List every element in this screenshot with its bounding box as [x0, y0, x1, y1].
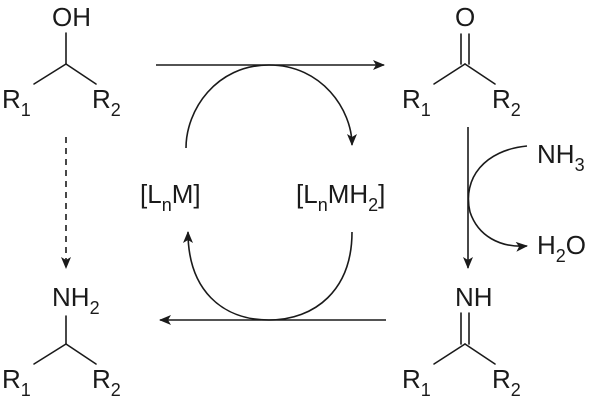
amine-structure: NH2 R1 R2: [2, 282, 121, 400]
amine-nh2-label: NH2: [52, 282, 100, 318]
catalyst-reduced-label: [LnMH2]: [296, 179, 385, 215]
imine-c-r2-bond: [464, 343, 496, 365]
ketone-r2-label: R2: [492, 84, 521, 120]
catalyst-cycle-top-arc: [185, 64, 357, 149]
amine-c-r2-bond: [65, 343, 97, 365]
imine-structure: NH R1 R2: [402, 282, 521, 400]
amine-r2-label: R2: [92, 364, 121, 400]
amine-r1-label: R1: [2, 364, 31, 400]
ketone-r1-label: R1: [402, 84, 431, 120]
alcohol-hydroxyl-label: OH: [52, 2, 91, 32]
alcohol-c-r1-bond: [33, 63, 67, 85]
ketone-oxygen-label: O: [455, 2, 475, 32]
imine-r2-label: R2: [492, 364, 521, 400]
imine-nh-label: NH: [455, 282, 493, 312]
ketone-c-r2-bond: [464, 63, 496, 85]
catalyst-oxidized-label: [LnM]: [140, 179, 201, 215]
imine-r1-label: R1: [402, 364, 431, 400]
alcohol-r2-label: R2: [92, 84, 121, 120]
alcohol-structure: OH R1 R2: [2, 2, 121, 120]
ketone-structure: O R1 R2: [402, 2, 521, 120]
imine-c-r1-bond: [433, 343, 466, 365]
ketone-c-r1-bond: [433, 63, 466, 85]
water-byproduct-label: H2O: [537, 230, 586, 266]
ammonia-water-curved-arrow: [467, 145, 528, 252]
alcohol-c-r2-bond: [65, 63, 97, 85]
ammonia-reagent-label: NH3: [537, 139, 585, 175]
amine-c-r1-bond: [33, 343, 67, 365]
catalyst-cycle-bottom-arc: [183, 231, 353, 321]
alcohol-r1-label: R1: [2, 84, 31, 120]
